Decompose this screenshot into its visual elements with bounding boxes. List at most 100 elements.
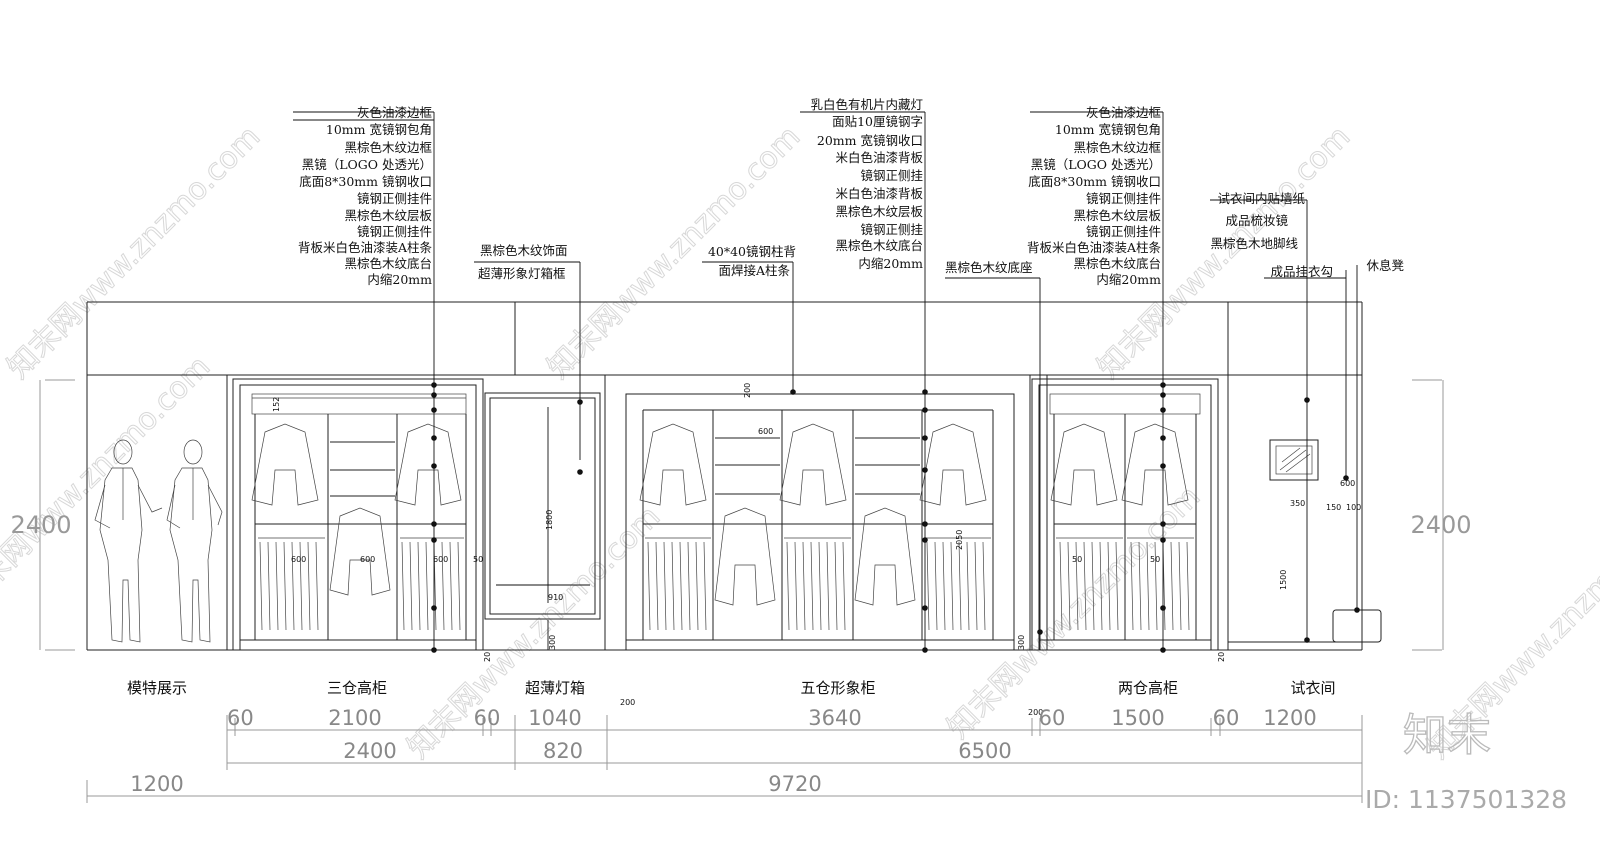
note-text: 黑棕色木纹边框 [344, 140, 432, 155]
note-text: 米白色油漆背板 [835, 186, 923, 201]
dimension-chains: 60 2100 60 1040 3640 60 1500 60 1200 240… [86, 706, 1363, 803]
notes-center-cabinet: 乳白色有机片内藏灯 面贴10厘镜钢字 20mm 宽镜钢收口 米白色油漆背板 镜钢… [810, 97, 923, 271]
notes-base: 黑棕色木纹底座 [945, 260, 1033, 275]
note-text: 黑棕色木纹层板 [1073, 208, 1161, 223]
mannequin-figures [94, 439, 223, 643]
note-text: 灰色油漆边框 [357, 105, 433, 120]
note-text: 成品挂衣勾 [1270, 264, 1333, 279]
watermark-text: 知末网www.znzmo.com [1, 119, 267, 385]
note-text: 镜钢正侧挂 [860, 168, 923, 183]
dim-label: 2400 [343, 739, 396, 763]
leader-dots [431, 382, 1360, 653]
five-bay-display-cabinet [604, 374, 1031, 651]
height-dimensions: 2400 2400 [10, 379, 1472, 651]
zone-label: 五仓形象柜 [800, 679, 875, 697]
note-text: 镜钢正侧挂件 [357, 224, 432, 239]
note-text: 背板米白色油漆装A柱条 [1027, 240, 1162, 255]
dim-small: 152 [272, 397, 281, 412]
note-text: 镜钢正侧挂件 [357, 191, 432, 206]
watermark-text: 知末网www.znzmo.com [941, 479, 1207, 745]
hanging-garments-rack [258, 537, 464, 631]
dim-small: 300 [1017, 635, 1026, 650]
note-text: 黑镜（LOGO 处透光） [302, 157, 432, 172]
note-text: 内缩20mm [367, 272, 432, 287]
zone-label: 超薄灯箱 [525, 679, 585, 697]
rest-stool [1332, 609, 1382, 643]
note-text: 成品梳妆镜 [1225, 213, 1288, 228]
hanging-garments-rack [1056, 537, 1194, 631]
note-text: 20mm 宽镜钢收口 [817, 133, 923, 148]
height-label-left: 2400 [10, 511, 71, 539]
dim-label: 1200 [1263, 706, 1316, 730]
dim-small: 600 [291, 555, 306, 564]
fitting-room [1228, 200, 1382, 643]
dim-label: 1200 [130, 772, 183, 796]
zone-label: 三仓高柜 [327, 679, 387, 697]
mannequin-figure [94, 439, 163, 643]
garment-jacket [251, 423, 462, 596]
dim-small: 200 [743, 383, 752, 398]
dim-small: 1800 [545, 510, 554, 530]
note-text: 黑棕色木纹层板 [835, 204, 923, 219]
note-text: 米白色油漆背板 [835, 150, 923, 165]
note-text: 镜钢正侧挂件 [1086, 191, 1161, 206]
note-text: 超薄形象灯箱框 [478, 266, 566, 281]
dim-label: 60 [1039, 706, 1066, 730]
note-text: 镜钢正侧挂件 [1086, 224, 1161, 239]
note-text: 乳白色有机片内藏灯 [810, 97, 923, 112]
dim-small: 600 [1340, 479, 1355, 488]
note-text: 试衣间内贴墙纸 [1217, 191, 1305, 206]
note-text: 黑镜（LOGO 处透光） [1031, 157, 1161, 172]
leader-lines [293, 111, 1346, 650]
dim-small: 600 [360, 555, 375, 564]
zone-label: 试衣间 [1290, 679, 1335, 697]
dim-small: 20 [1217, 652, 1226, 662]
note-text: 黑棕色木纹层板 [344, 208, 432, 223]
note-text: 底面8*30mm 镜钢收口 [1028, 174, 1161, 189]
note-text: 10mm 宽镜钢包角 [326, 122, 432, 137]
notes-lightbox: 黑棕色木纹饰面 超薄形象灯箱框 [478, 243, 568, 281]
note-text: 40*40镜钢柱背 [708, 244, 796, 259]
brand-logo: 知末 [1403, 710, 1491, 761]
dim-small: 200 [620, 698, 635, 707]
note-text: 黑棕色木纹底台 [344, 256, 432, 271]
height-label-right: 2400 [1410, 511, 1471, 539]
zone-labels: 模特展示 三仓高柜 超薄灯箱 五仓形象柜 两仓高柜 试衣间 [127, 679, 1336, 697]
notes-left-cabinet: 灰色油漆边框 10mm 宽镜钢包角 黑棕色木纹边框 黑镜（LOGO 处透光） 底… [298, 105, 433, 287]
dim-small: 100 [1346, 503, 1361, 512]
zone-label: 模特展示 [127, 679, 187, 697]
image-id: ID: 1137501328 [1365, 785, 1567, 814]
wall-outline [86, 301, 1363, 651]
dim-small: 50 [1150, 555, 1160, 564]
notes-column: 40*40镜钢柱背 面焊接A柱条 [708, 244, 796, 278]
note-text: 背板米白色油漆装A柱条 [298, 240, 433, 255]
zone-label: 两仓高柜 [1118, 679, 1178, 697]
note-text: 黑棕色木地脚线 [1210, 236, 1298, 251]
note-text: 内缩20mm [1096, 272, 1161, 287]
note-text: 面贴10厘镜钢字 [832, 114, 923, 129]
notes-fitting-room: 试衣间内贴墙纸 成品梳妆镜 黑棕色木地脚线 成品挂衣勾 休息凳 [1210, 191, 1404, 279]
hanging-garments-rack [645, 537, 991, 631]
dim-small: 600 [758, 427, 773, 436]
brand-mark: 知末 ID: 1137501328 [1365, 709, 1567, 814]
garment-jacket [1050, 423, 1189, 506]
dim-small: 1500 [1279, 570, 1288, 590]
lightbox-panel [484, 392, 601, 650]
dim-label: 60 [474, 706, 501, 730]
note-text: 黑棕色木纹底台 [835, 238, 923, 253]
dim-small: 20 [483, 652, 492, 662]
dim-small: 300 [548, 635, 557, 650]
dim-label: 2100 [328, 706, 381, 730]
dim-small: 50 [473, 555, 483, 564]
three-bay-cabinet [232, 378, 484, 651]
small-dimension-labels: 152 600 600 600 50 1800 910 300 200 600 … [272, 383, 1361, 717]
note-text: 10mm 宽镜钢包角 [1055, 122, 1161, 137]
mannequin-figure [166, 439, 223, 643]
dim-small: 600 [433, 555, 448, 564]
note-text: 休息凳 [1366, 258, 1404, 273]
note-text: 黑棕色木纹饰面 [480, 243, 568, 258]
two-bay-cabinet [1031, 378, 1219, 651]
note-text: 黑棕色木纹边框 [1073, 140, 1161, 155]
dim-label: 6500 [958, 739, 1011, 763]
